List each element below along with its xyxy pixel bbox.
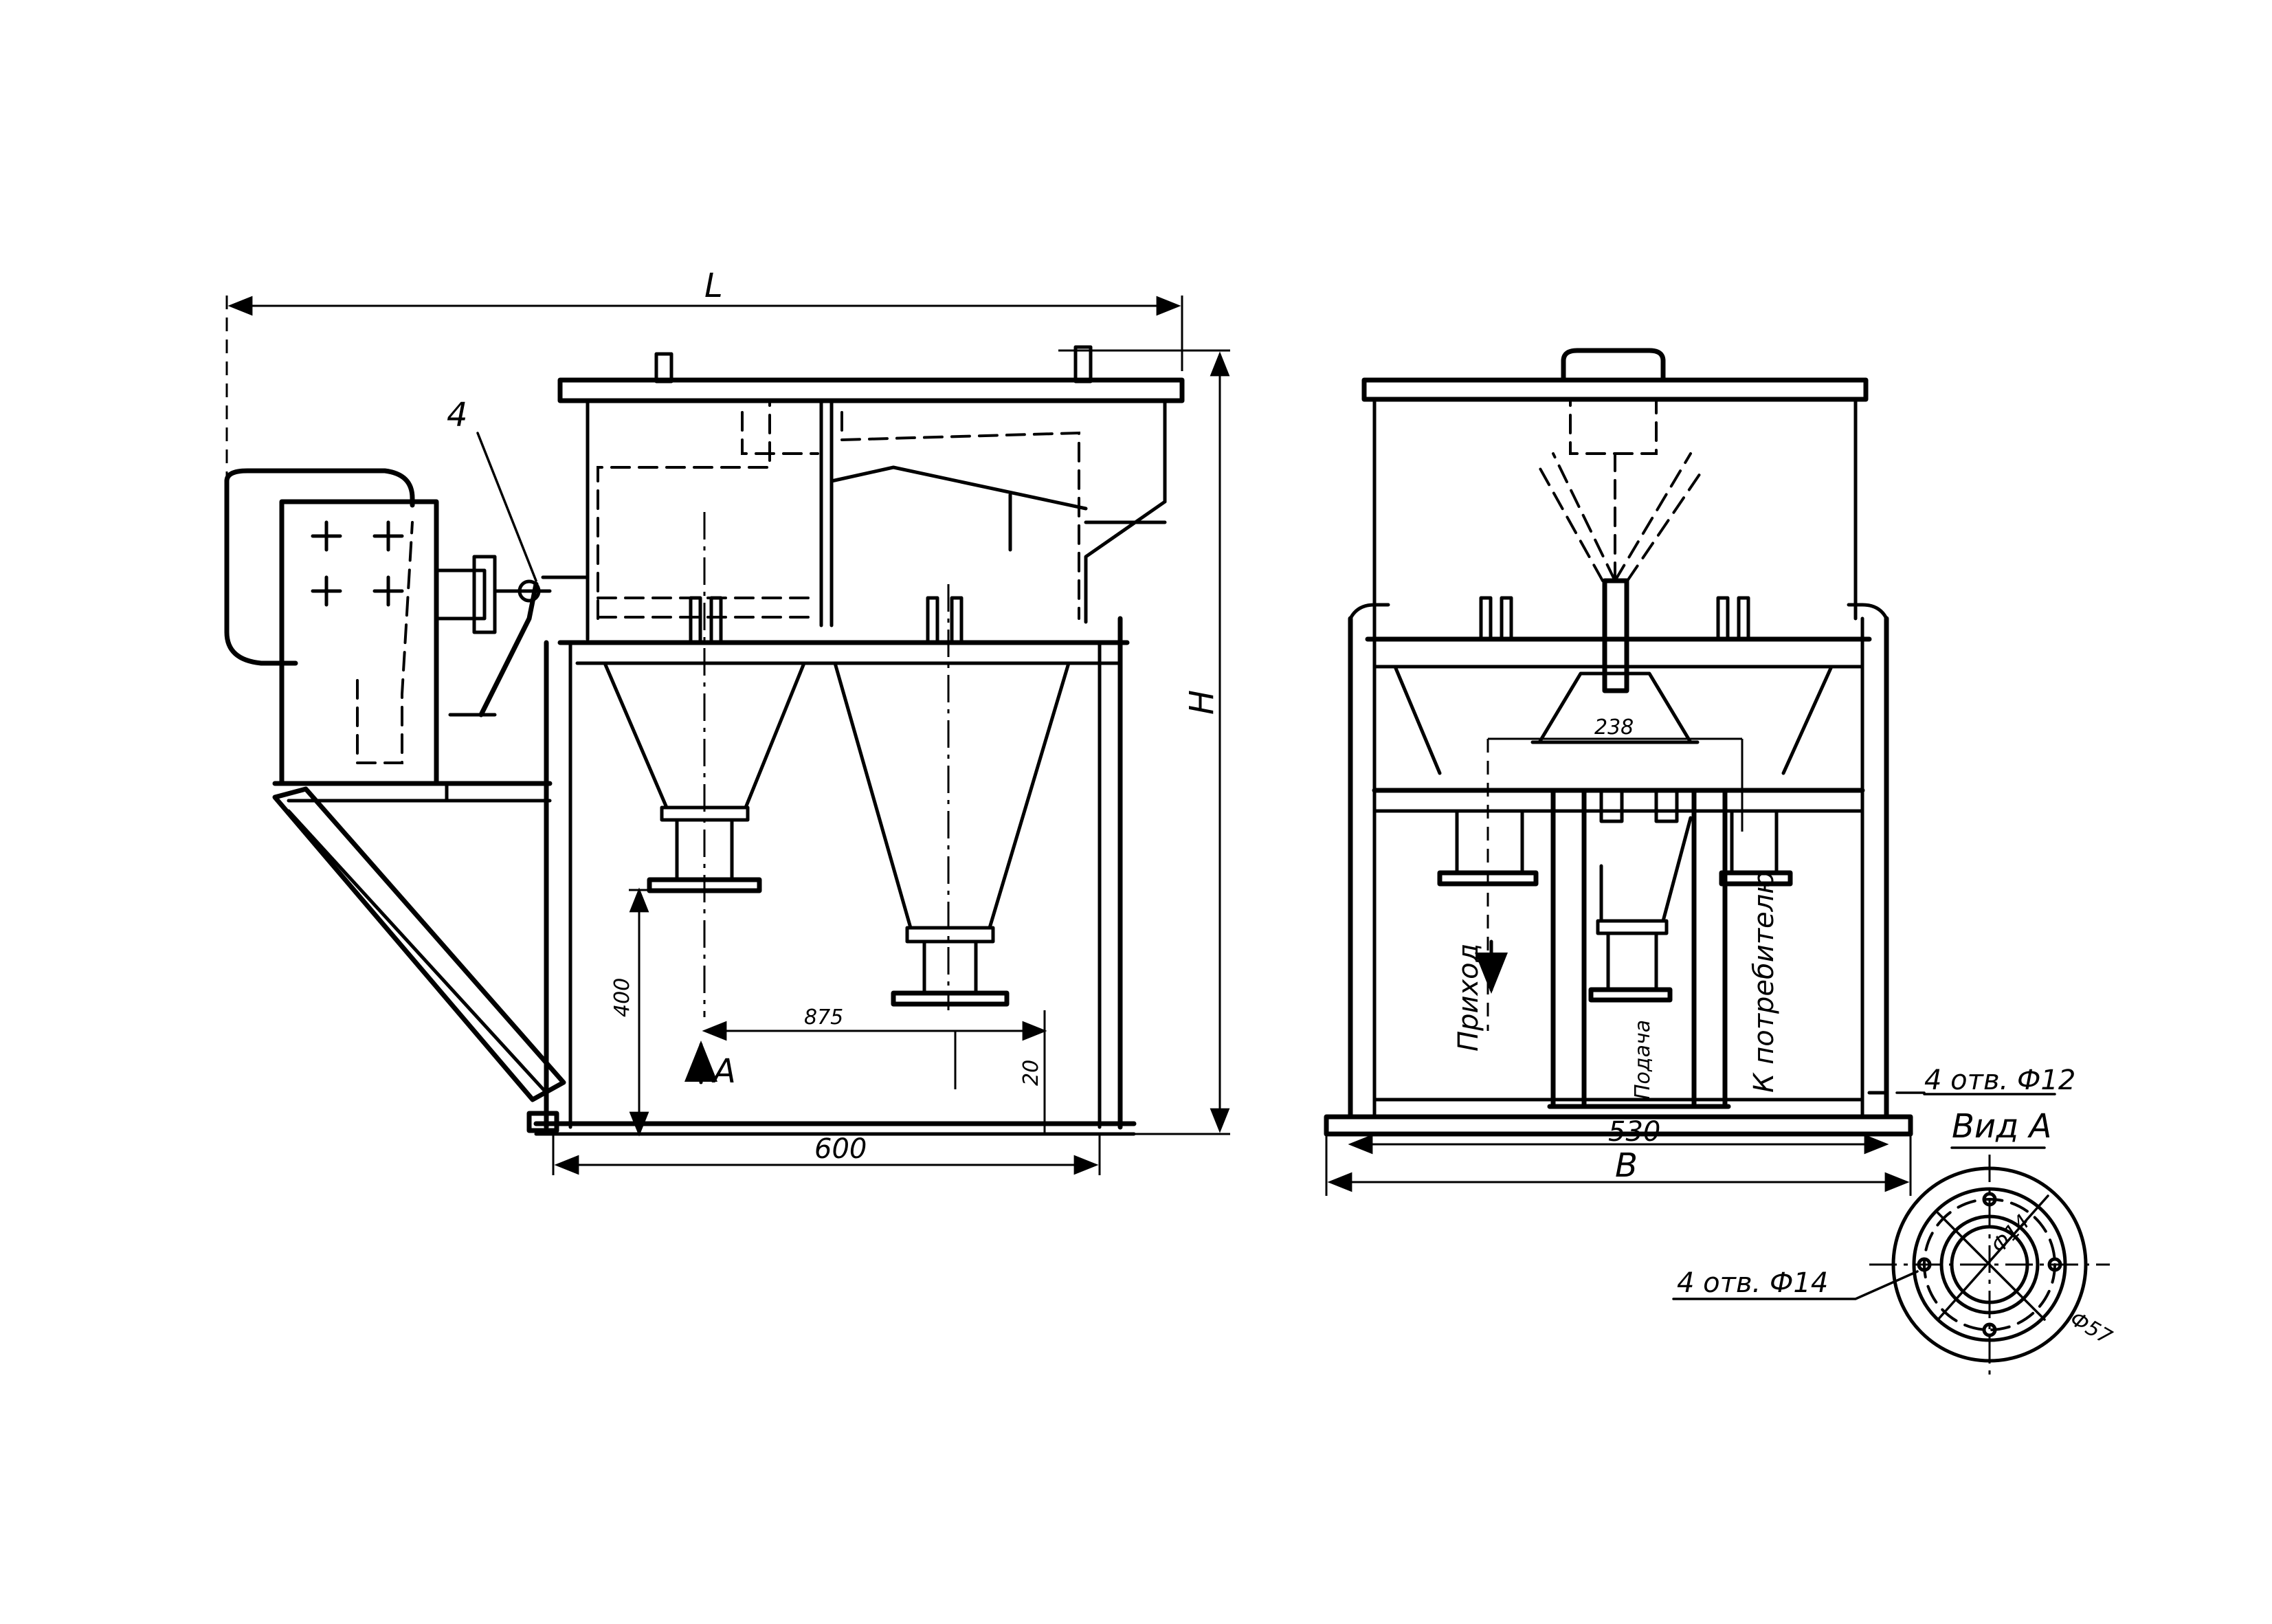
dim-base-front: 600 (552, 1133, 1101, 1175)
motor-bolts (311, 520, 404, 607)
svg-text:400: 400 (610, 978, 634, 1017)
length-label: L (704, 267, 723, 305)
height-label: H (1183, 690, 1221, 715)
dim-width: B (1325, 1134, 1912, 1196)
dim-outlet-height: 400 (610, 887, 649, 1137)
front-view: L H (224, 267, 1230, 1175)
dim-base-side: 530 (1348, 1116, 1889, 1155)
dim-length: L (225, 267, 1183, 481)
flow-consumer-label: К потребителю (1748, 871, 1780, 1093)
side-view: 238 Приход Подача К потребителю 530 B 4 … (1324, 348, 2075, 1196)
svg-text:20: 20 (1019, 1060, 1043, 1086)
side-holes-note: 4 отв. Ф12 (1867, 1065, 2075, 1096)
svg-text:530: 530 (1608, 1116, 1660, 1148)
svg-text:238: 238 (1594, 715, 1634, 739)
svg-text:4 отв. Ф12: 4 отв. Ф12 (1924, 1065, 2075, 1096)
svg-text:А: А (711, 1052, 736, 1091)
svg-text:600: 600 (814, 1133, 867, 1165)
dim-height: H (1058, 349, 1230, 1135)
width-label: B (1615, 1146, 1638, 1185)
flow-feed-label: Подача (1631, 1020, 1655, 1100)
view-a-title: Вид А (1952, 1107, 2051, 1146)
view-a: Вид А Ф14 Ф57 4 отв. Ф14 (1672, 1107, 2116, 1375)
flange-holes-note: 4 отв. Ф14 (1677, 1267, 1828, 1299)
dim-small: 20 (954, 1031, 1043, 1089)
flow-inlet-label: Приход (1453, 944, 1484, 1052)
svg-text:875: 875 (804, 1005, 843, 1030)
callout-item: 4 (447, 396, 468, 434)
view-arrow: А (684, 1041, 736, 1091)
dim-outlet-offset: 875 (702, 1005, 1047, 1134)
